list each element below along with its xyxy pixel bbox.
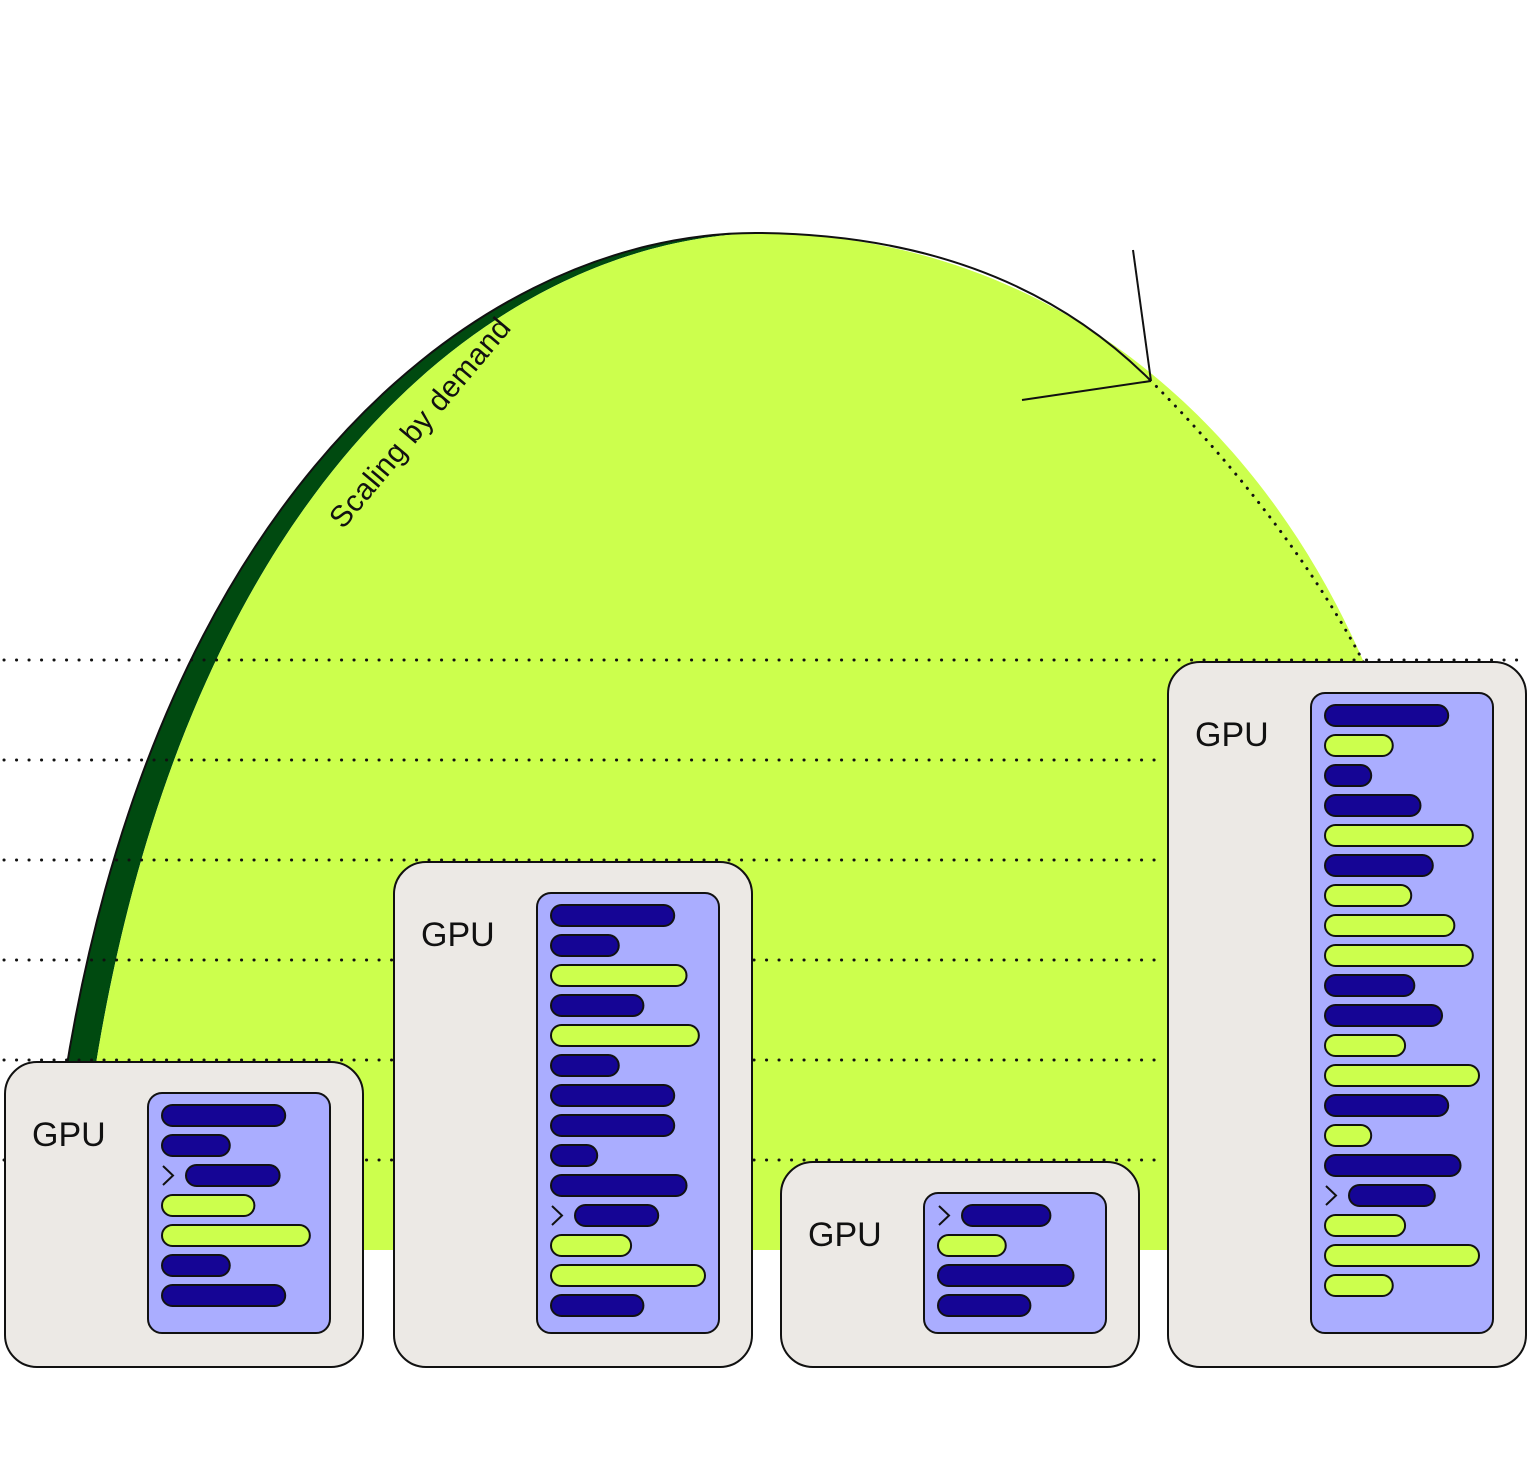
workload-bar-dark bbox=[1324, 764, 1373, 787]
workload-bar-dark bbox=[550, 1054, 620, 1077]
capacity-threshold-lines bbox=[2, 658, 1527, 1162]
workload-bar-light bbox=[1324, 824, 1474, 847]
workload-bar-light bbox=[550, 1264, 706, 1287]
chevron-right-icon bbox=[1325, 1185, 1338, 1206]
workload-bar-dark bbox=[1324, 974, 1416, 997]
chevron-right-icon bbox=[938, 1205, 951, 1226]
workload-bar-dark bbox=[1324, 794, 1422, 817]
workload-bar-dark bbox=[1324, 1154, 1462, 1177]
demand-arc-dotted-continuation bbox=[1148, 378, 1367, 667]
gpu-card: GPU bbox=[4, 1061, 364, 1368]
workload-bar-dark bbox=[161, 1254, 231, 1277]
workload-bar-dark bbox=[574, 1204, 660, 1227]
workload-bar-dark bbox=[1324, 1004, 1444, 1027]
workload-bar-dark bbox=[937, 1294, 1032, 1317]
chevron-right-icon bbox=[551, 1205, 564, 1226]
workload-bar-dark bbox=[550, 1114, 676, 1137]
workload-bar-light bbox=[1324, 914, 1456, 937]
workload-bar-dark bbox=[550, 994, 645, 1017]
workload-bar-light bbox=[161, 1194, 256, 1217]
workload-bar-light bbox=[937, 1234, 1007, 1257]
gpu-label: GPU bbox=[32, 1116, 106, 1154]
workload-bar-light bbox=[1324, 1244, 1480, 1267]
workload-bar-dark bbox=[161, 1284, 287, 1307]
workload-bar-dark bbox=[1324, 1094, 1450, 1117]
workload-bar-light bbox=[550, 1024, 700, 1047]
workload-bar-light bbox=[1324, 884, 1413, 907]
workload-bar-dark bbox=[550, 1294, 645, 1317]
workload-bar-light bbox=[1324, 1274, 1394, 1297]
workload-bar-light bbox=[550, 1234, 633, 1257]
workload-bar-light bbox=[1324, 1064, 1480, 1087]
arc-arrowhead-icon bbox=[1021, 249, 1152, 401]
workload-bar-dark bbox=[550, 934, 620, 957]
workload-bar-dark bbox=[185, 1164, 281, 1187]
gpu-card: GPU bbox=[393, 861, 753, 1368]
demand-arc-outline bbox=[44, 231, 1151, 1251]
workload-bar-dark bbox=[1324, 704, 1450, 727]
gpu-card: GPU bbox=[780, 1161, 1140, 1368]
workload-bar-dark bbox=[161, 1104, 287, 1127]
gpu-card: GPU bbox=[1167, 661, 1527, 1368]
workload-bar-dark bbox=[550, 904, 676, 927]
gpu-label: GPU bbox=[421, 916, 495, 954]
workload-bar-dark bbox=[1324, 854, 1434, 877]
workload-bar-light bbox=[161, 1224, 311, 1247]
workload-bar-light bbox=[1324, 1124, 1373, 1147]
workload-bar-light bbox=[1324, 1034, 1407, 1057]
workload-bar-dark bbox=[961, 1204, 1052, 1227]
workload-bar-dark bbox=[1348, 1184, 1436, 1207]
chevron-right-icon bbox=[162, 1165, 175, 1186]
workload-bar-light bbox=[550, 964, 688, 987]
gpu-label: GPU bbox=[808, 1216, 882, 1254]
workload-bar-dark bbox=[550, 1174, 688, 1197]
workload-bar-dark bbox=[550, 1144, 599, 1167]
workload-bar-light bbox=[1324, 734, 1394, 757]
workload-bar-dark bbox=[937, 1264, 1075, 1287]
gpu-label: GPU bbox=[1195, 716, 1269, 754]
workload-bar-dark bbox=[161, 1134, 231, 1157]
workload-bar-dark bbox=[550, 1084, 676, 1107]
workload-bar-light bbox=[1324, 944, 1474, 967]
workload-bar-light bbox=[1324, 1214, 1407, 1237]
gpu-cards: GPU GPU GPU GPU bbox=[4, 661, 1527, 1368]
